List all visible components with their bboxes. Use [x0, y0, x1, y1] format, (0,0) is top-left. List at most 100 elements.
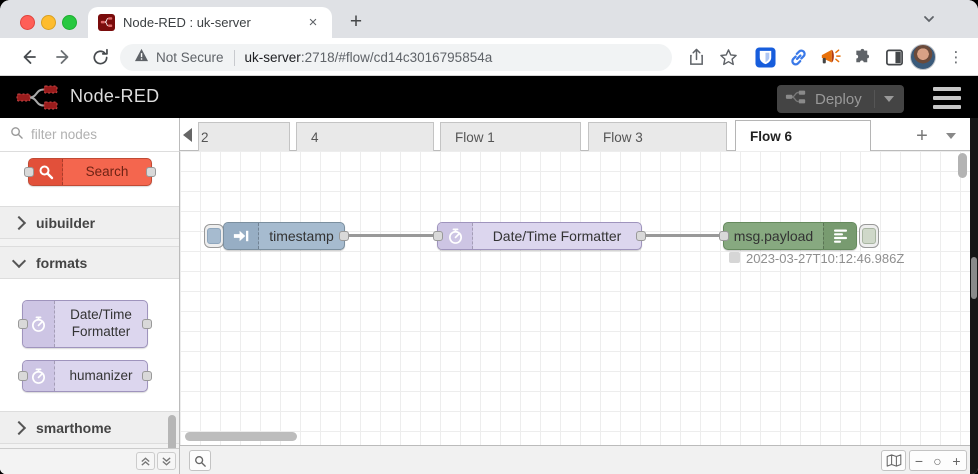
- extensions-puzzle-icon[interactable]: [850, 45, 874, 69]
- bookmark-star-icon[interactable]: [716, 45, 740, 69]
- input-port[interactable]: [18, 319, 28, 329]
- tab-scroll-left-icon[interactable]: [183, 128, 192, 142]
- profile-avatar[interactable]: [910, 44, 936, 70]
- node-inject-timestamp[interactable]: timestamp: [223, 222, 349, 250]
- close-tab-icon[interactable]: ×: [308, 14, 318, 31]
- chevron-right-icon: [11, 420, 27, 435]
- output-port[interactable]: [146, 167, 156, 177]
- add-flow-button[interactable]: +: [916, 124, 928, 147]
- palette-node-label: humanizer: [69, 367, 133, 383]
- browser-menu-button[interactable]: ⋮: [948, 49, 964, 66]
- node-label: Date/Time Formatter: [492, 228, 622, 244]
- debug-toggle-face: [862, 228, 876, 244]
- timer-icon: [438, 223, 473, 249]
- address-bar[interactable]: Not Secure uk-server:2718/#flow/cd14c301…: [120, 44, 672, 71]
- palette-filter[interactable]: [0, 118, 180, 152]
- reload-button[interactable]: [88, 45, 112, 69]
- output-port[interactable]: [142, 371, 152, 381]
- inject-icon: [224, 223, 259, 249]
- navigator-map-button[interactable]: [881, 450, 906, 471]
- palette-node-label: Date/Time Formatter: [70, 307, 132, 339]
- wire[interactable]: [642, 234, 724, 237]
- palette-scrollbar[interactable]: [168, 415, 176, 453]
- category-label: uibuilder: [36, 214, 96, 231]
- flow-tab-flow1[interactable]: Flow 1: [440, 122, 581, 151]
- input-port[interactable]: [18, 371, 28, 381]
- palette-category-smarthome[interactable]: smarthome: [0, 411, 179, 444]
- not-secure-label: Not Secure: [156, 50, 224, 65]
- workspace-footer: [180, 445, 970, 474]
- palette-node-label: Search: [85, 163, 129, 179]
- minimize-window-button[interactable]: [41, 15, 56, 30]
- inject-button-face: [207, 228, 221, 244]
- main-menu-button[interactable]: [933, 87, 961, 109]
- nodered-logo-icon: [16, 85, 62, 115]
- flow-tab-flow6-active[interactable]: Flow 6: [735, 120, 871, 152]
- flow-tab-2[interactable]: 2: [198, 122, 290, 151]
- share-button[interactable]: [684, 45, 708, 69]
- flow-tab-label: Flow 6: [750, 129, 793, 144]
- collapse-all-button[interactable]: [136, 452, 155, 470]
- output-port[interactable]: [636, 231, 646, 241]
- titlebar: Node-RED : uk-server × +: [0, 0, 978, 38]
- inject-trigger-button[interactable]: [204, 224, 224, 248]
- palette-node-datetime-formatter[interactable]: Date/Time Formatter: [18, 300, 152, 348]
- zoom-out-button[interactable]: −: [909, 450, 929, 471]
- page-scrollbar[interactable]: [971, 257, 977, 299]
- deploy-button[interactable]: Deploy: [777, 85, 904, 113]
- browser-tab-title: Node-RED : uk-server: [123, 15, 251, 30]
- palette-category-formats[interactable]: formats: [0, 246, 179, 279]
- browser-tab[interactable]: Node-RED : uk-server ×: [88, 7, 332, 38]
- flow-tab-flow3[interactable]: Flow 3: [588, 122, 727, 151]
- input-port[interactable]: [433, 231, 443, 241]
- canvas-search-button[interactable]: [189, 450, 211, 471]
- deploy-divider: [873, 90, 875, 108]
- new-tab-button[interactable]: +: [349, 10, 363, 33]
- canvas-vertical-scrollbar[interactable]: [958, 153, 967, 178]
- flow-tab-4[interactable]: 4: [296, 122, 434, 151]
- close-window-button[interactable]: [20, 15, 35, 30]
- debug-toggle-button[interactable]: [859, 224, 879, 248]
- deploy-caret-icon[interactable]: [883, 96, 894, 102]
- flow-canvas[interactable]: timestamp Date/Time Formatter msg.payloa…: [180, 151, 970, 445]
- timer-icon: [23, 361, 55, 391]
- expand-all-button[interactable]: [157, 452, 176, 470]
- not-secure-warning-icon: [134, 48, 149, 67]
- debug-status-icon: [729, 252, 740, 263]
- palette-category-uibuilder[interactable]: uibuilder: [0, 206, 179, 239]
- url-path: :2718/#flow/cd14c3016795854a: [300, 50, 493, 65]
- palette-node-search[interactable]: Search: [24, 158, 156, 186]
- output-port[interactable]: [339, 231, 349, 241]
- filter-nodes-input[interactable]: [29, 126, 163, 143]
- flow-list-caret-icon[interactable]: [946, 133, 956, 139]
- search-node-icon: [29, 159, 63, 185]
- link-extension-icon[interactable]: [786, 45, 810, 69]
- category-label: smarthome: [36, 419, 112, 436]
- flow-tab-label: 4: [311, 129, 319, 145]
- forward-button[interactable]: [52, 45, 76, 69]
- flow-tab-label: 2: [201, 129, 209, 145]
- back-button[interactable]: [16, 45, 40, 69]
- output-port[interactable]: [142, 319, 152, 329]
- tab-search-chevron-icon[interactable]: [922, 12, 936, 26]
- palette-node-humanizer[interactable]: humanizer: [18, 360, 152, 392]
- input-port[interactable]: [719, 231, 729, 241]
- chevron-down-icon: [11, 253, 27, 268]
- wire[interactable]: [345, 234, 438, 237]
- zoom-reset-button[interactable]: ○: [928, 450, 948, 471]
- node-debug-msg-payload[interactable]: msg.payload: [719, 222, 857, 250]
- side-panel-icon[interactable]: [882, 45, 906, 69]
- node-datetime-formatter[interactable]: Date/Time Formatter: [433, 222, 646, 250]
- nodered-brand-title: Node-RED: [70, 86, 160, 106]
- debug-icon: [823, 223, 856, 249]
- input-port[interactable]: [24, 167, 34, 177]
- megaphone-extension-icon[interactable]: [818, 45, 842, 69]
- url-host: uk-server: [244, 50, 301, 65]
- fullscreen-window-button[interactable]: [62, 15, 77, 30]
- bitwarden-extension-icon[interactable]: [753, 45, 777, 69]
- node-label: timestamp: [269, 228, 334, 244]
- zoom-in-button[interactable]: +: [947, 450, 967, 471]
- debug-status-message: 2023-03-27T10:12:46.986Z: [746, 251, 905, 266]
- canvas-horizontal-scrollbar[interactable]: [185, 432, 297, 441]
